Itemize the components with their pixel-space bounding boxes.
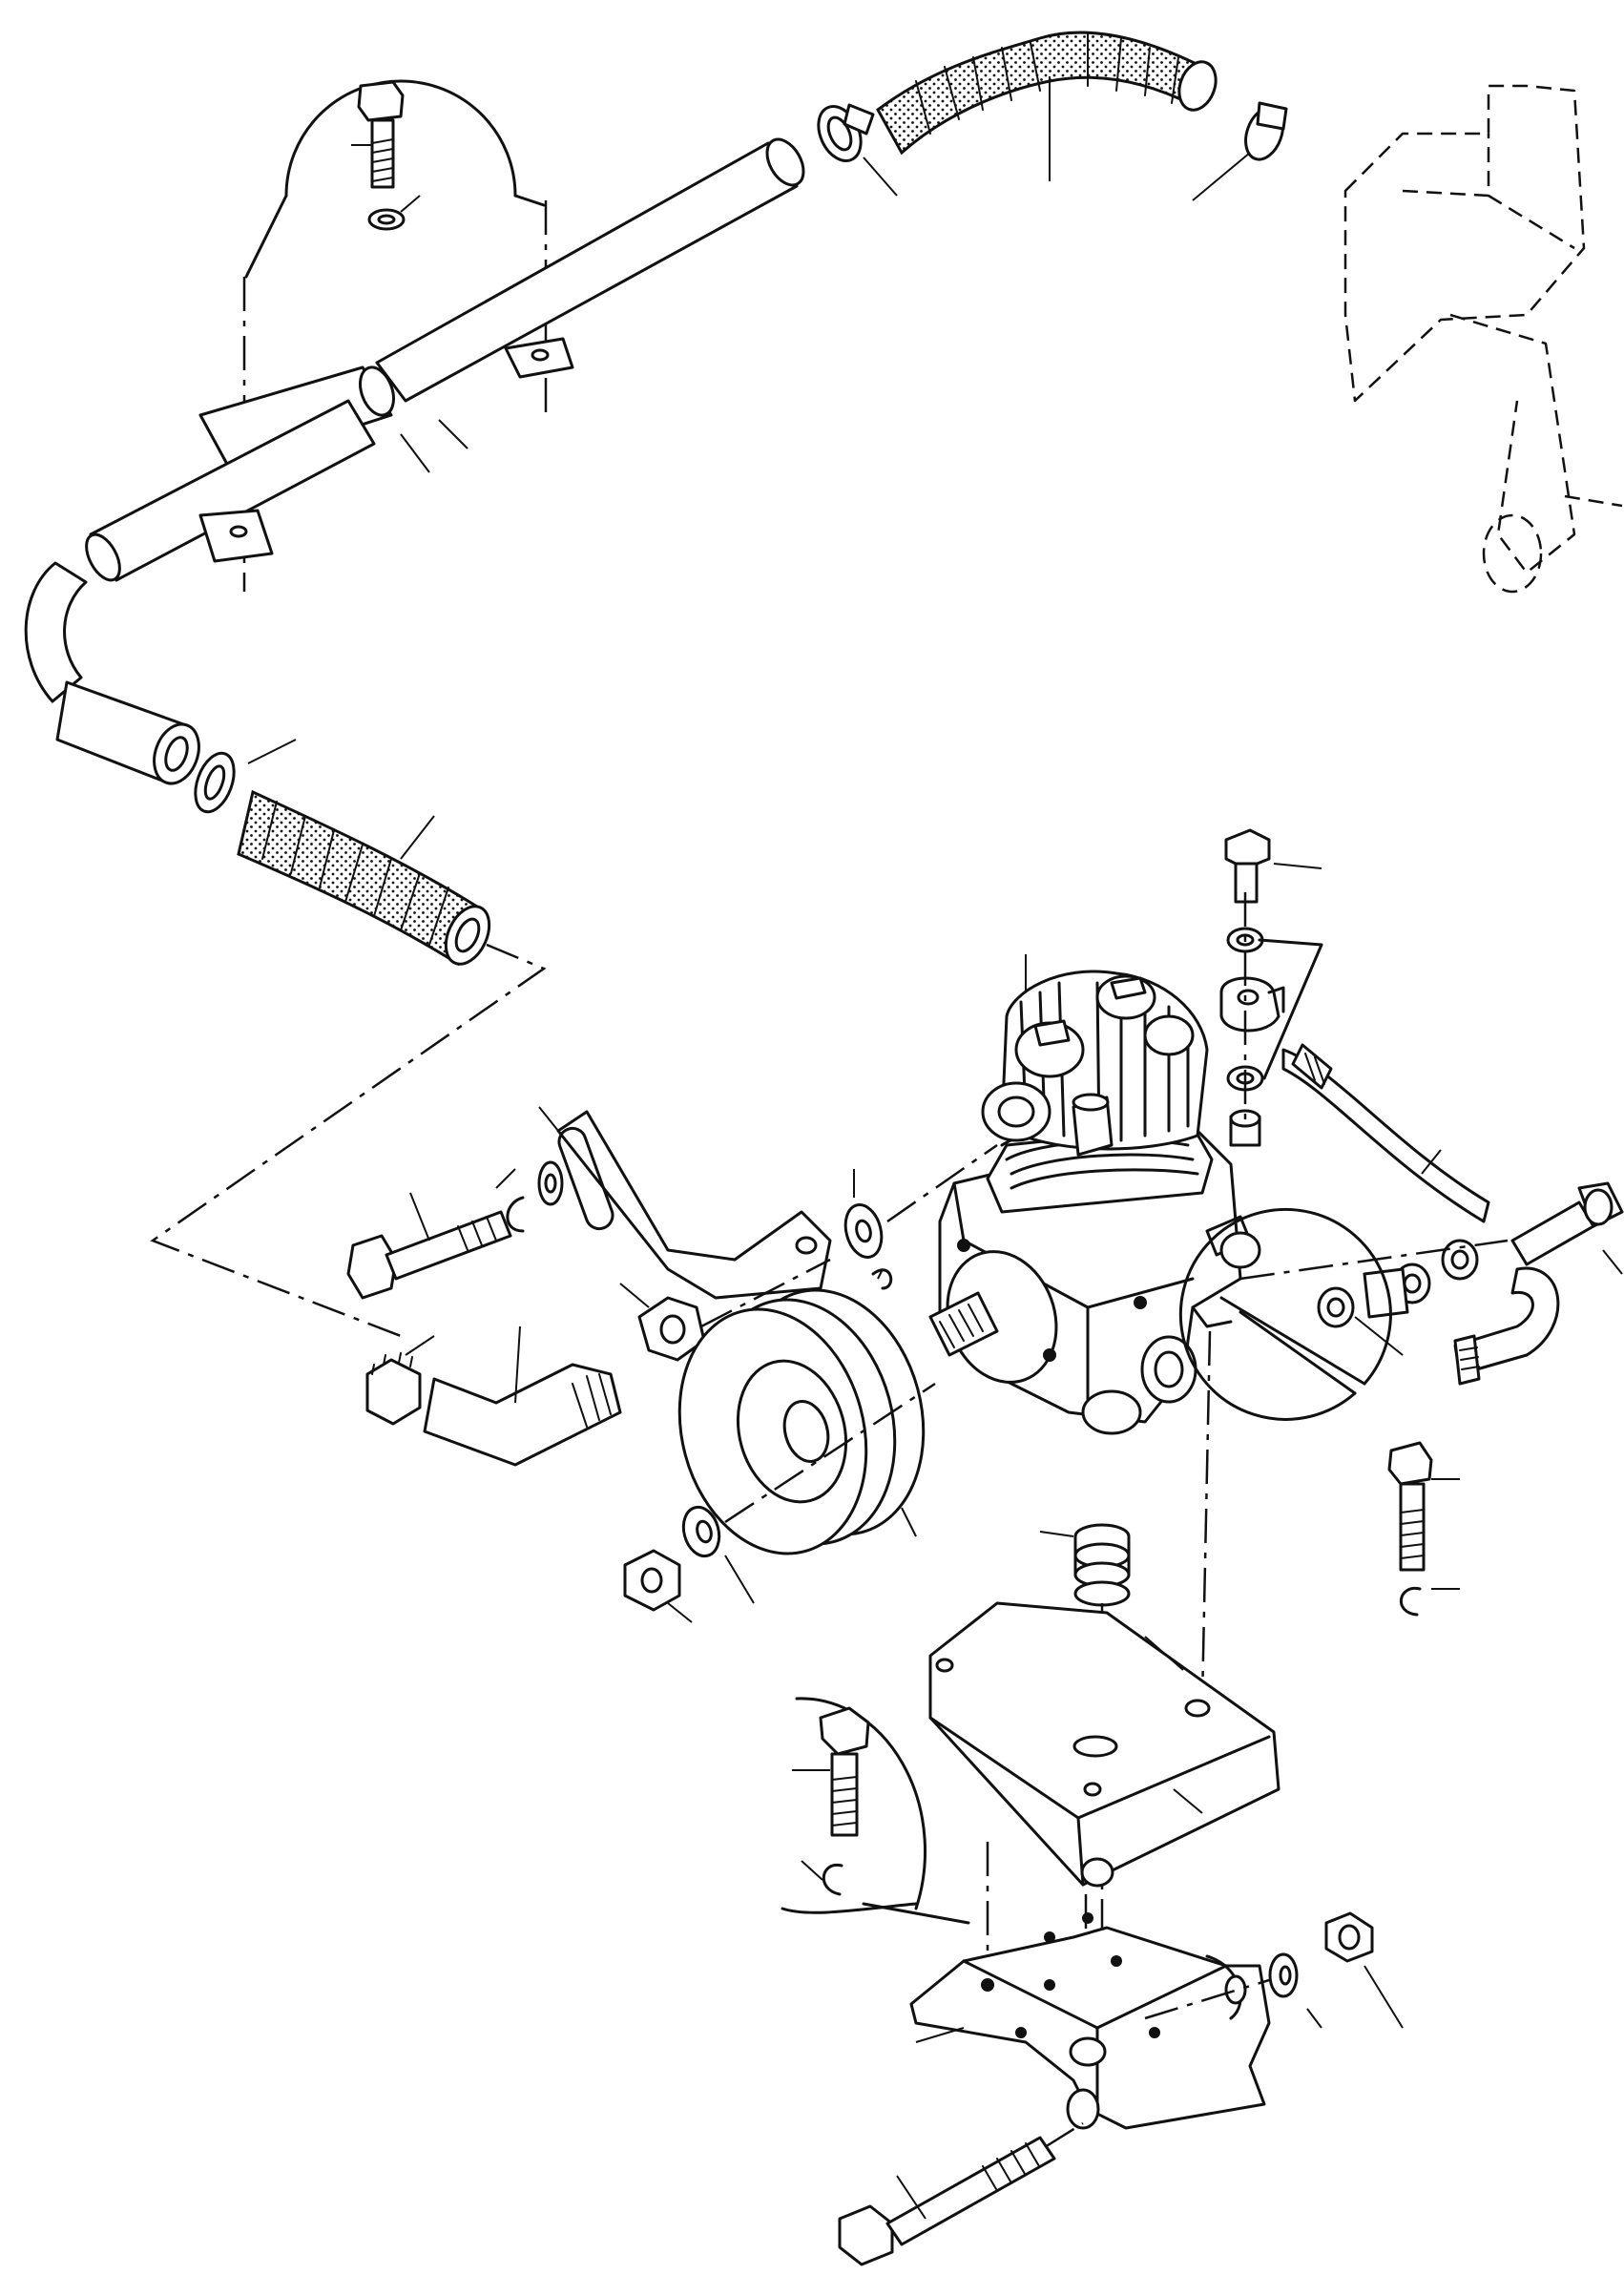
intake-pipe-lower [79,401,374,586]
union-fittings [1319,1241,1477,1355]
long-bolt-bottom [840,2138,1054,2265]
detail-lockwasher-right [1401,1588,1460,1615]
hex-nut-rod [620,1284,704,1360]
detail-lockwasher-left [802,1861,842,1894]
pipe-elbow [26,563,86,701]
detail-circle-right [1180,1209,1390,1419]
corrugated-hose-top [878,32,1222,181]
washer-flat-tensioner [539,1162,562,1204]
banjo-bolt [1226,830,1322,902]
tensioner-bracket [539,1107,830,1298]
v-belt-pulley [654,1269,950,1575]
hose-elbow-right [1455,1268,1558,1374]
hose-clamp-top-right [1193,103,1289,200]
support-bracket [911,1913,1269,2128]
detail-bolt-right [1389,1443,1460,1570]
pipe-clamp-bracket-right [506,339,573,377]
banjo-union [1221,978,1283,1031]
bolt-tensioner [348,1193,510,1298]
detail-bolt-top [351,82,403,187]
pipe-clamp-bracket-left [200,511,272,561]
corrugated-hose-lower [239,792,498,971]
adjusting-rod [425,1326,620,1465]
hose-end-fitting [1512,1183,1622,1274]
hex-nut-pulley [625,1551,692,1622]
mounting-plate [930,1603,1279,1886]
hex-nut-bracket [1326,1913,1403,2028]
intake-pipe-middle [200,363,429,472]
detail-washer-top [369,196,420,229]
hose-nut-right [1455,1336,1479,1384]
pipe-short-section [57,682,207,790]
washer-pulley [678,1503,754,1603]
hose-clamp-top-left [810,99,897,196]
washer-bracket [1270,1954,1322,2028]
washer-spring-tensioner [496,1169,523,1231]
compressor-cylinder-head [983,954,1207,1155]
rubber-damper [1040,1525,1129,1605]
detail-circle-left [782,1699,968,1923]
delivery-hose [1283,1045,1489,1221]
castle-nut [367,1336,434,1424]
intake-pipe-upper [377,133,811,449]
phantom-engine-outline [1345,86,1622,592]
detail-bolt-left [792,1708,868,1835]
washer-tensioner-compressor [840,1169,886,1262]
hose-clamp-lower [188,740,296,817]
